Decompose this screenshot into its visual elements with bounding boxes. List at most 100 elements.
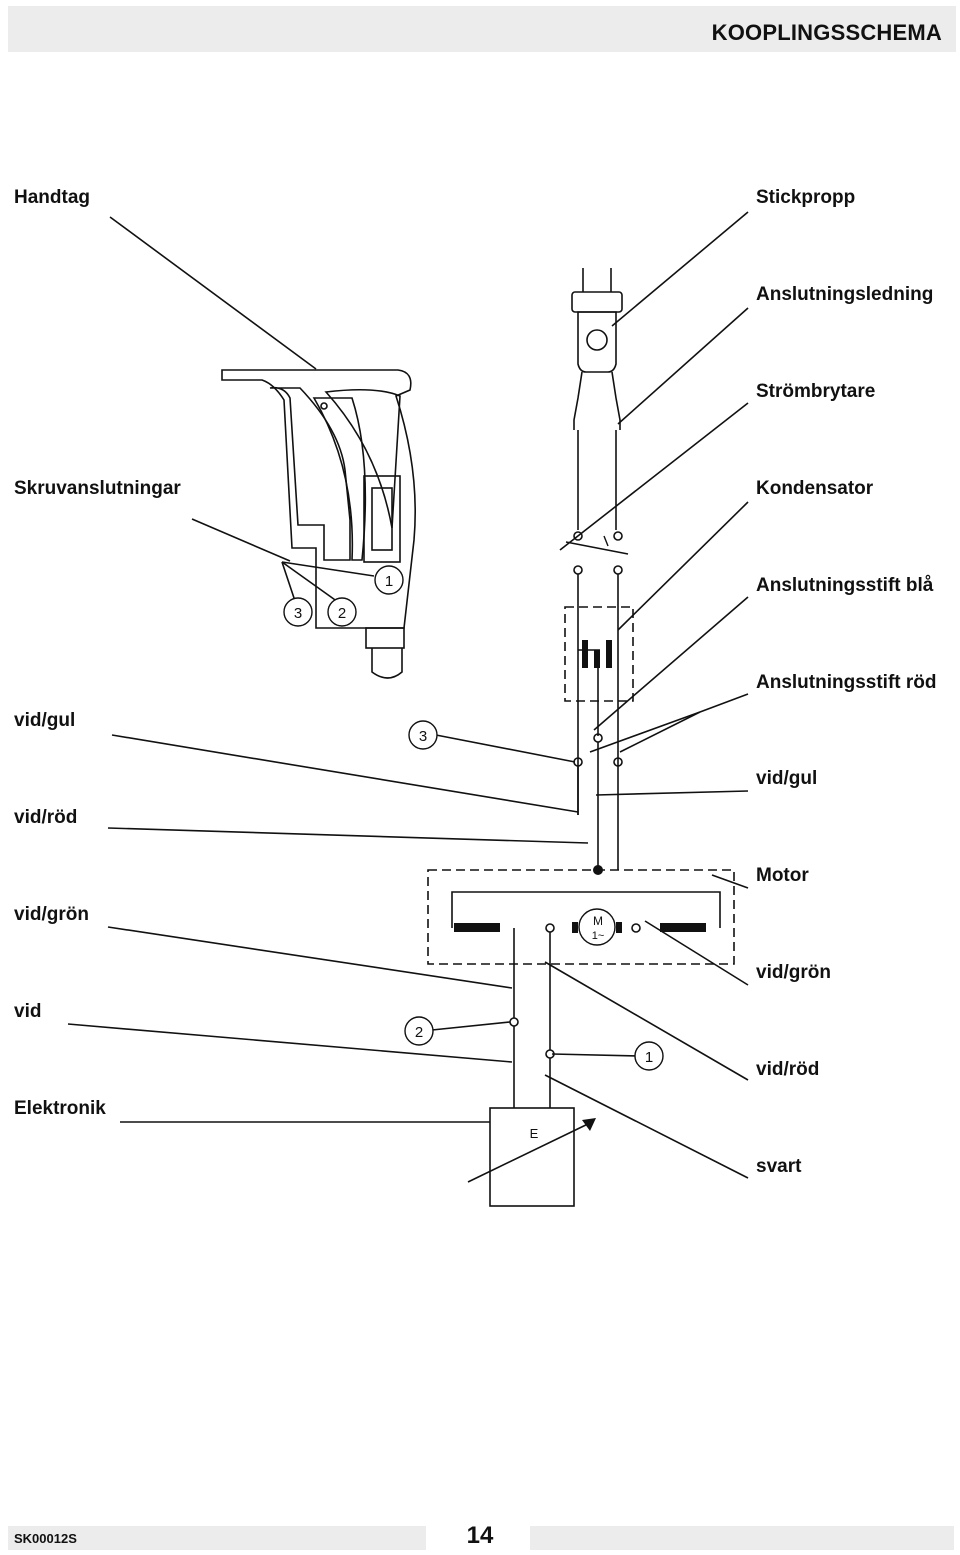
wire-terminal-2: 2 bbox=[415, 1024, 423, 1041]
leader-handtag bbox=[109, 216, 317, 370]
leader-stift-rod-a bbox=[699, 693, 749, 713]
leader-vid-gul-right bbox=[595, 790, 749, 796]
leader-vid-left bbox=[67, 1023, 513, 1063]
label-stickpropp: Stickpropp bbox=[756, 187, 856, 208]
leader-vid-gron-left bbox=[107, 926, 513, 989]
handle-terminal-2: 2 bbox=[338, 605, 346, 622]
footer-bar-left: SK00012S bbox=[8, 1526, 426, 1550]
switch-top-right bbox=[613, 531, 623, 541]
label-vid-gron-left: vid/grön bbox=[14, 904, 89, 925]
handle-terminal-1: 1 bbox=[385, 573, 393, 590]
leader-stickpropp bbox=[611, 211, 749, 327]
junction-dot bbox=[593, 865, 603, 875]
leader-stift-bla bbox=[593, 596, 749, 731]
motor-phase-label: 1~ bbox=[592, 930, 605, 942]
motor-contact-left bbox=[572, 922, 578, 933]
handle-screw-arm-1 bbox=[281, 561, 297, 605]
motor-contact-right bbox=[616, 922, 622, 933]
handle-screw-arm-3 bbox=[281, 561, 375, 577]
label-vid-gron-right: vid/grön bbox=[756, 962, 831, 983]
handle-screw bbox=[320, 402, 328, 410]
switch-lever bbox=[565, 541, 629, 555]
label-handtag: Handtag bbox=[14, 187, 90, 208]
label-vid-rod-left: vid/röd bbox=[14, 807, 78, 828]
plug-collar bbox=[571, 291, 623, 313]
handle-grip bbox=[324, 388, 401, 529]
label-skruvanslutningar: Skruvanslutningar bbox=[14, 478, 181, 499]
leader-vid-gul-left bbox=[111, 734, 579, 813]
motor-m-label: M bbox=[593, 914, 603, 928]
leader-strombrytare bbox=[559, 402, 749, 551]
document-code: SK00012S bbox=[14, 1531, 77, 1546]
capacitor-plate-2 bbox=[594, 650, 600, 668]
label-vid: vid bbox=[14, 1001, 42, 1022]
page-number: 14 bbox=[466, 1522, 494, 1549]
leader-kondensator bbox=[617, 501, 749, 631]
leader-motor bbox=[711, 874, 749, 889]
plug-taper bbox=[573, 371, 621, 430]
bubble-wire-3 bbox=[408, 720, 438, 750]
label-motor: Motor bbox=[756, 865, 809, 886]
motor-node bbox=[545, 923, 555, 933]
switch-bottom-left bbox=[573, 565, 583, 575]
leader-svart bbox=[544, 1074, 749, 1179]
pin-right bbox=[613, 757, 623, 767]
motor-internal-loop bbox=[451, 891, 721, 928]
label-vid-rod-right: vid/röd bbox=[756, 1059, 820, 1080]
bubble-handle-3 bbox=[283, 597, 313, 627]
plug-window bbox=[586, 329, 608, 351]
capacitor-plate-1 bbox=[582, 640, 588, 668]
electronics-e-label: E bbox=[530, 1126, 539, 1141]
arrow-head bbox=[582, 1118, 596, 1131]
label-stift-rod: Anslutningsstift röd bbox=[756, 672, 937, 693]
leader-term-1 bbox=[551, 1053, 641, 1057]
page-title: KOOPLINGSSCHEMA bbox=[711, 20, 942, 45]
label-kondensator: Kondensator bbox=[756, 478, 874, 499]
bubble-handle-2 bbox=[327, 597, 357, 627]
wire-terminal-3: 3 bbox=[419, 728, 427, 745]
label-strombrytare: Strömbrytare bbox=[756, 381, 876, 402]
handle-trigger bbox=[312, 397, 367, 561]
label-anslutningsledning: Anslutningsledning bbox=[756, 284, 934, 305]
leader-stift-rod-b bbox=[589, 711, 701, 753]
wire-terminal-1: 1 bbox=[645, 1049, 653, 1066]
header-bar: KOOPLINGSSCHEMA bbox=[8, 6, 956, 52]
label-stift-bla: Anslutningsstift blå bbox=[756, 575, 934, 596]
electronics-box bbox=[489, 1107, 575, 1207]
electronics-arrow bbox=[467, 1121, 593, 1183]
leader-stift-rod-c bbox=[619, 711, 701, 753]
motor-right-node bbox=[631, 923, 641, 933]
handle-inner bbox=[269, 386, 351, 561]
handle-cord-exit bbox=[371, 648, 403, 679]
leader-vid-rod-left bbox=[107, 827, 589, 844]
leader-anslutningsledning bbox=[617, 307, 749, 425]
term-2-node bbox=[509, 1017, 519, 1027]
label-svart: svart bbox=[756, 1156, 802, 1177]
handle-switch-block bbox=[363, 475, 401, 563]
brush-left bbox=[454, 923, 500, 932]
switch-tick bbox=[603, 535, 609, 547]
bubble-wire-1 bbox=[634, 1041, 664, 1071]
handle-switch-inner bbox=[371, 487, 393, 551]
label-vid-gul-left: vid/gul bbox=[14, 710, 76, 731]
motor-box bbox=[427, 869, 735, 965]
brush-right bbox=[660, 923, 706, 932]
handle-terminal-3: 3 bbox=[294, 605, 302, 622]
bubble-wire-2 bbox=[404, 1016, 434, 1046]
bubble-handle-1 bbox=[374, 565, 404, 595]
switch-top-left bbox=[573, 531, 583, 541]
handle-screw-arm-2 bbox=[281, 561, 339, 603]
switch-bottom-right bbox=[613, 565, 623, 575]
label-vid-gul-right: vid/gul bbox=[756, 768, 818, 789]
leader-skruvanslutningar bbox=[191, 518, 291, 562]
footer-bar-right bbox=[530, 1526, 954, 1550]
handle-base bbox=[365, 627, 405, 649]
motor-symbol bbox=[578, 908, 616, 946]
leader-term-2 bbox=[431, 1021, 511, 1031]
capacitor-box bbox=[564, 606, 634, 702]
plug-body bbox=[577, 311, 617, 373]
label-elektronik: Elektronik bbox=[14, 1098, 106, 1119]
capacitor-plate-3 bbox=[606, 640, 612, 668]
leader-vid-rod-right bbox=[544, 961, 749, 1081]
